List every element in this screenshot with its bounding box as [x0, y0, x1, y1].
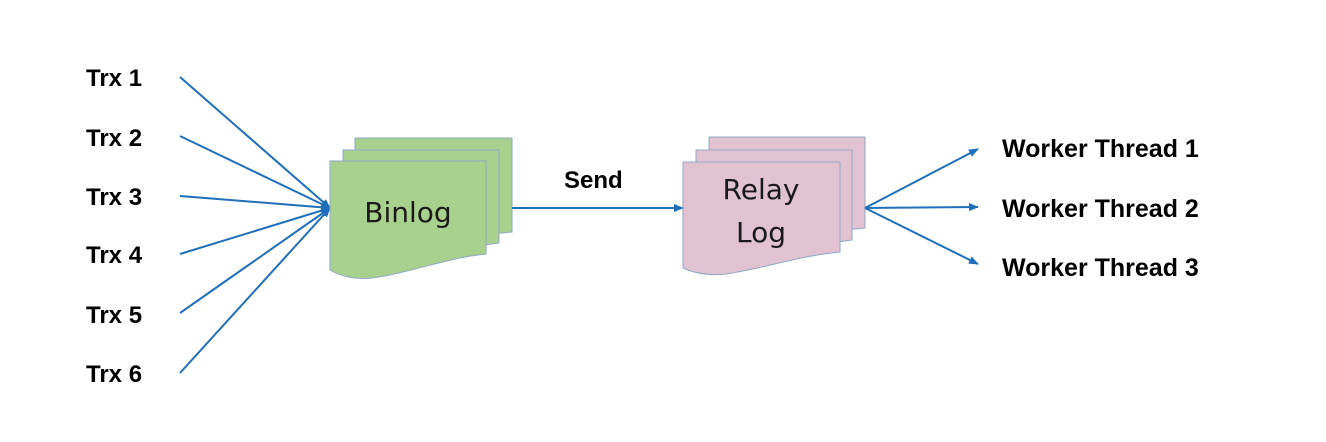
worker-label-2: Worker Thread 2: [1002, 195, 1199, 223]
trx-label-4: Trx 4: [86, 242, 143, 269]
worker-arrow-1: [864, 148, 979, 209]
trx-label-2: Trx 2: [86, 125, 142, 152]
trx-arrow-6: [179, 207, 331, 374]
binlog-label: Binlog: [364, 196, 451, 229]
trx-arrow-1: [179, 76, 331, 209]
worker-label-3: Worker Thread 3: [1002, 254, 1199, 282]
binlog-document-stack: [329, 137, 513, 279]
trx-arrow-4: [179, 206, 331, 255]
relay-log-label-line2: Log: [736, 216, 786, 249]
relay-log-document-stack: [682, 136, 866, 276]
trx-arrow-3: [179, 195, 331, 212]
send-label: Send: [564, 167, 623, 194]
trx-label-6: Trx 6: [86, 361, 142, 388]
trx-label-1: Trx 1: [86, 65, 142, 92]
relay-log-label-line1: Relay: [723, 173, 800, 206]
relay-log-document: [682, 161, 841, 276]
worker-arrow-3: [864, 207, 979, 265]
binlog-document: [329, 160, 487, 279]
worker-arrow-2: [864, 203, 979, 212]
trx-label-5: Trx 5: [86, 302, 142, 329]
trx-label-3: Trx 3: [86, 184, 142, 211]
trx-arrow-5: [179, 207, 331, 314]
worker-label-1: Worker Thread 1: [1002, 135, 1199, 163]
trx-arrow-2: [179, 135, 331, 209]
